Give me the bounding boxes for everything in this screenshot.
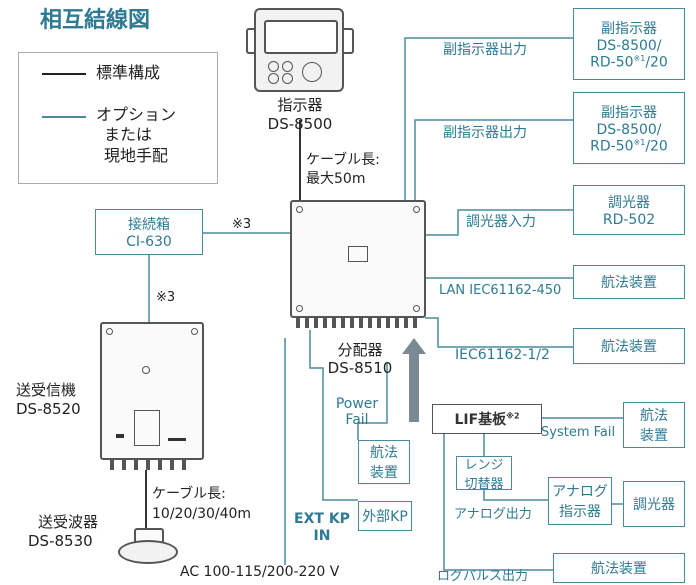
system-fail-label: System Fail bbox=[541, 425, 616, 440]
remote-display-1-connection: 副指示器出力 bbox=[443, 42, 527, 58]
line-ext-kp bbox=[309, 330, 358, 501]
nav-iec-name: 航法装置 bbox=[601, 339, 657, 355]
log-pulse-nav-box: 航法装置 bbox=[553, 553, 685, 583]
remote-display-2-name: 副指示器 bbox=[601, 104, 657, 121]
display-screen bbox=[264, 20, 338, 54]
diagram-title: 相互結線図 bbox=[40, 8, 151, 33]
transceiver-mount bbox=[110, 460, 194, 470]
nav-pf-line1: 航法 bbox=[370, 445, 398, 461]
log-pulse-nav-name: 航法装置 bbox=[591, 561, 647, 577]
remote-display-2-model2: RD-50※1/20 bbox=[590, 137, 668, 155]
range-switch-line2: 切替器 bbox=[464, 477, 504, 492]
remote-display-1-box: 副指示器 DS-8500/ RD-50※1/20 bbox=[573, 8, 685, 80]
analog-indicator-line2: 指示器 bbox=[559, 504, 601, 520]
legend-option-label-3: 現地手配 bbox=[104, 146, 169, 165]
nav-iec-connection: IEC61162-1/2 bbox=[455, 347, 550, 363]
note3-junction-main: ※3 bbox=[232, 217, 252, 232]
power-fail-label-1: Power bbox=[335, 396, 379, 412]
transducer-label: 送受波器 bbox=[38, 513, 99, 531]
nav-lan-connection: LAN IEC61162-450 bbox=[439, 283, 562, 298]
legend-option-label-1: オプション bbox=[96, 105, 177, 124]
dimmer-1-model: RD-502 bbox=[602, 212, 656, 228]
line-remote-display-1 bbox=[404, 37, 573, 200]
distributor-cable-glands bbox=[296, 318, 420, 328]
ext-kp-box: 外部KP bbox=[358, 501, 412, 531]
display-unit-label: 指示器 bbox=[277, 96, 323, 114]
junction-box-model: CI-630 bbox=[126, 234, 172, 250]
nav-pf-line2: 装置 bbox=[370, 465, 398, 481]
dimmer-2-box: 調光器 bbox=[623, 481, 685, 527]
analog-indicator-line1: アナログ bbox=[552, 484, 608, 500]
distributor-model: DS-8510 bbox=[327, 359, 393, 377]
transceiver-model: DS-8520 bbox=[16, 400, 81, 418]
remote-display-2-model: DS-8500/ bbox=[596, 121, 662, 138]
transceiver-illustration bbox=[100, 322, 204, 460]
nav-iec-box: 航法装置 bbox=[573, 328, 685, 364]
transducer-illustration bbox=[118, 528, 178, 564]
remote-display-1-model: DS-8500/ bbox=[596, 37, 662, 54]
line-power-fail bbox=[357, 362, 388, 440]
dimmer-1-connection: 調光器入力 bbox=[466, 214, 536, 230]
junction-box: 接続箱 CI-630 bbox=[95, 209, 203, 255]
nav-sf-line2: 装置 bbox=[640, 428, 668, 444]
line-dimmer-1 bbox=[425, 209, 573, 236]
transducer-cable-length-label: ケーブル長: bbox=[152, 486, 226, 502]
note3-junction-transceiver: ※3 bbox=[156, 290, 176, 305]
remote-display-2-box: 副指示器 DS-8500/ RD-50※1/20 bbox=[573, 92, 685, 164]
lif-board-label: LIF基板※2 bbox=[454, 411, 520, 428]
display-cable-length-label: ケーブル長: bbox=[306, 152, 380, 168]
line-log-pulse bbox=[443, 434, 553, 571]
legend-option-line bbox=[42, 116, 86, 118]
lif-arrow-shaft bbox=[409, 352, 419, 422]
nav-lan-box: 航法装置 bbox=[573, 265, 685, 299]
distributor-label: 分配器 bbox=[337, 341, 383, 359]
junction-box-name: 接続箱 bbox=[128, 217, 170, 233]
log-pulse-connection: ログパルス出力 bbox=[437, 569, 529, 584]
display-keypad bbox=[266, 58, 332, 84]
nav-sf-line1: 航法 bbox=[640, 408, 668, 424]
display-unit-illustration bbox=[254, 8, 344, 92]
display-bracket-left bbox=[246, 28, 256, 54]
display-unit-model: DS-8500 bbox=[267, 115, 333, 133]
range-switch-box: レンジ 切替器 bbox=[456, 456, 512, 492]
transducer-cable-length-value: 10/20/30/40m bbox=[152, 506, 252, 522]
remote-display-1-name: 副指示器 bbox=[601, 20, 657, 37]
display-cable-length-value: 最大50m bbox=[306, 171, 366, 187]
ac-power-label: AC 100-115/200-220 V bbox=[180, 564, 340, 580]
dimmer-2-label: 調光器 bbox=[633, 497, 675, 513]
analog-indicator-box: アナログ 指示器 bbox=[548, 477, 612, 525]
ext-kp-label-1: EXT KP bbox=[294, 511, 350, 527]
transceiver-panel bbox=[134, 410, 160, 446]
power-fail-label-2: Fail bbox=[345, 412, 369, 428]
analog-output-label: アナログ出力 bbox=[454, 507, 532, 522]
ext-kp-box-label: 外部KP bbox=[362, 509, 408, 525]
range-switch-line1: レンジ bbox=[464, 458, 504, 473]
transceiver-label: 送受信機 bbox=[16, 381, 77, 399]
line-nav-iec bbox=[425, 317, 573, 348]
remote-display-2-connection: 副指示器出力 bbox=[443, 125, 527, 141]
nav-sf-box: 航法 装置 bbox=[623, 402, 685, 448]
legend-box bbox=[18, 52, 218, 184]
distributor-window bbox=[348, 246, 368, 262]
legend-option-label-2: または bbox=[104, 125, 153, 144]
remote-display-1-model2: RD-50※1/20 bbox=[590, 53, 668, 71]
nav-lan-name: 航法装置 bbox=[601, 275, 657, 291]
ext-kp-label-2: IN bbox=[313, 528, 331, 544]
transducer-model: DS-8530 bbox=[28, 532, 93, 550]
lif-board-box: LIF基板※2 bbox=[432, 404, 542, 434]
lif-arrow-head bbox=[402, 338, 426, 354]
legend-standard-line bbox=[42, 73, 86, 75]
dimmer-1-name: 調光器 bbox=[608, 195, 650, 211]
line-range-analog bbox=[483, 490, 548, 501]
distributor-illustration bbox=[290, 200, 426, 318]
legend-standard-label: 標準構成 bbox=[96, 63, 161, 82]
nav-pf-box: 航法 装置 bbox=[358, 440, 410, 484]
display-bracket-right bbox=[344, 28, 354, 54]
dimmer-1-box: 調光器 RD-502 bbox=[573, 185, 685, 235]
line-remote-display-2 bbox=[414, 119, 573, 200]
